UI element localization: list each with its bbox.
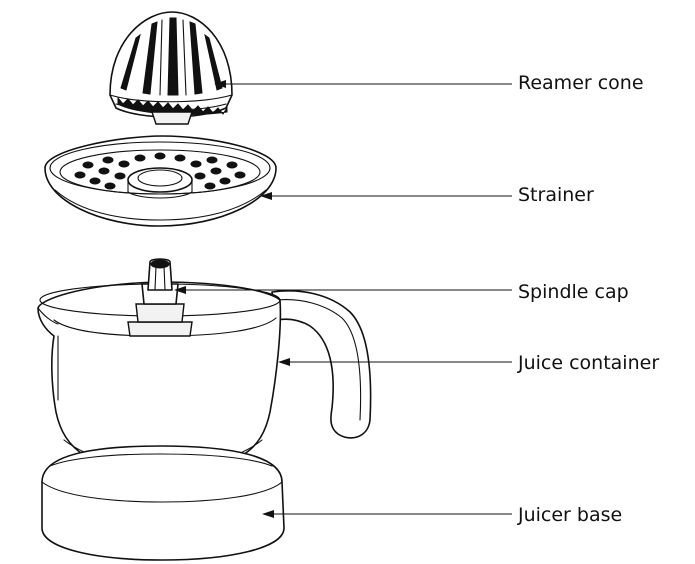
label-juice-container: Juice container [517, 352, 659, 374]
strainer [44, 135, 277, 227]
label-strainer: Strainer [518, 184, 594, 206]
label-spindle-cap: Spindle cap [518, 281, 629, 303]
callout-spindle-cap: Spindle cap [174, 281, 629, 303]
callout-juicer-base: Juicer base [262, 504, 622, 526]
label-juicer-base: Juicer base [517, 504, 622, 526]
juice-container [37, 281, 372, 473]
callout-reamer-cone: Reamer cone [214, 72, 644, 94]
callout-strainer: Strainer [260, 184, 594, 206]
reamer-cone [109, 11, 233, 125]
label-reamer-cone: Reamer cone [518, 72, 644, 94]
callout-juice-container: Juice container [278, 352, 659, 374]
spindle-cap [147, 258, 173, 291]
juicer-base [41, 445, 285, 561]
